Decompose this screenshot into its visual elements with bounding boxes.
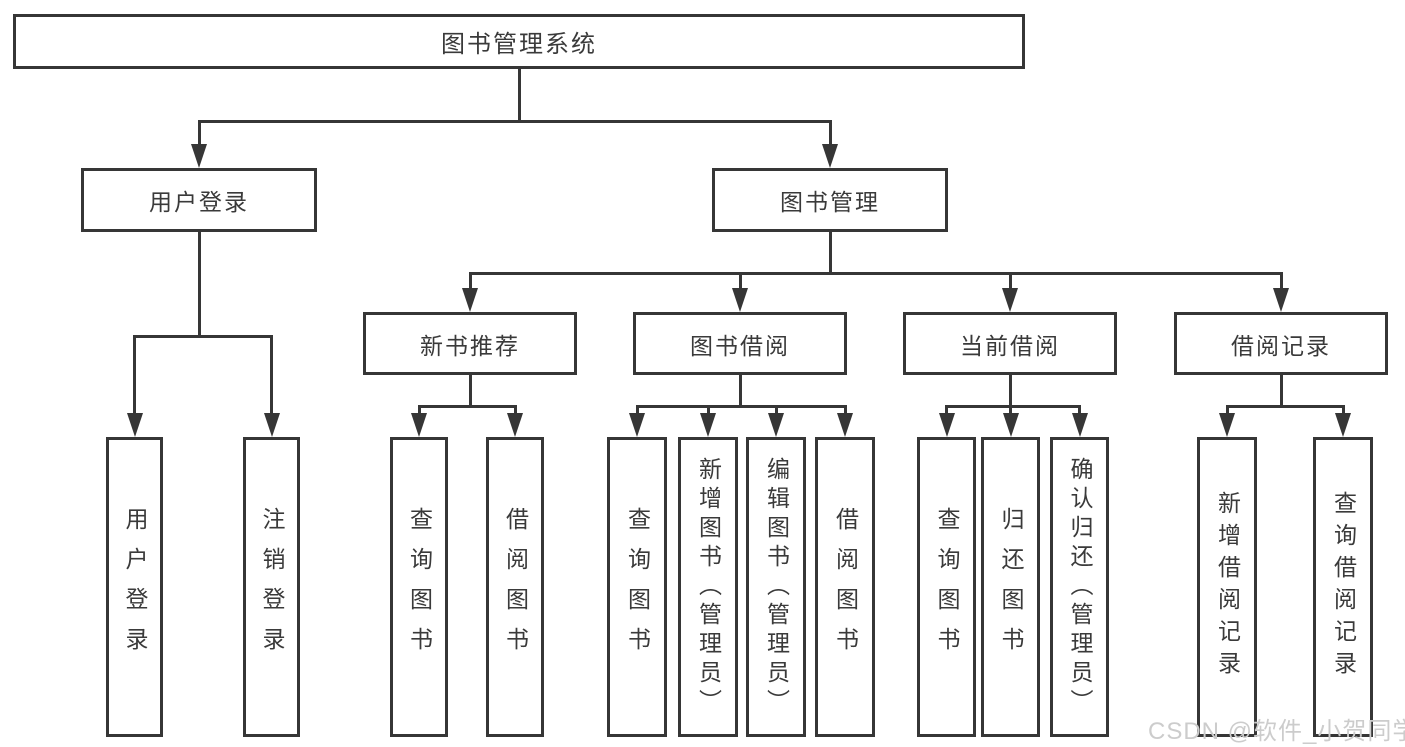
connector-line <box>417 405 517 408</box>
arrow-down-icon <box>462 288 478 312</box>
node-new-book-recommend: 新书推荐 <box>363 312 577 375</box>
connector-line <box>133 335 136 417</box>
leaf-borrow-books-recommend: 借阅图书 <box>486 437 544 737</box>
connector-line <box>468 272 472 292</box>
leaf-return-book: 归还图书 <box>981 437 1040 737</box>
arrow-down-icon <box>837 413 853 437</box>
node-borrow-records: 借阅记录 <box>1174 312 1388 375</box>
leaf-edit-book-admin: 编辑图书（管理员） <box>746 437 806 737</box>
node-label: 借阅记录 <box>1231 332 1331 359</box>
arrow-down-icon <box>1273 288 1289 312</box>
connector-line <box>1225 405 1229 417</box>
connector-line <box>133 335 273 338</box>
node-label: 用户登录 <box>122 507 148 667</box>
leaf-query-books-current: 查询图书 <box>917 437 976 737</box>
node-label: 查询图书 <box>934 507 960 667</box>
connector-line <box>738 272 742 292</box>
node-label: 新书推荐 <box>420 332 520 359</box>
arrow-down-icon <box>938 413 955 437</box>
connector-line <box>517 68 521 122</box>
node-label: 查询图书 <box>624 507 651 667</box>
leaf-query-books-recommend: 查询图书 <box>390 437 448 737</box>
node-book-management: 图书管理 <box>712 168 948 232</box>
connector-line <box>945 405 948 417</box>
arrow-down-icon <box>263 413 280 437</box>
arrow-down-icon <box>768 413 784 437</box>
connector-line <box>1279 375 1283 408</box>
connector-line <box>945 405 1081 408</box>
node-label: 当前借阅 <box>960 332 1060 359</box>
node-label: 图书管理系统 <box>441 31 597 58</box>
arrow-down-icon <box>700 413 716 437</box>
connector-line <box>468 375 472 408</box>
node-label: 确认归还（管理员） <box>1067 456 1093 718</box>
connector-line <box>1008 375 1012 408</box>
connector-line <box>828 232 832 274</box>
leaf-logout: 注销登录 <box>243 437 300 737</box>
connector-line <box>197 231 201 337</box>
connector-line <box>738 375 742 408</box>
leaf-query-books-borrow: 查询图书 <box>607 437 667 737</box>
leaf-add-book-admin: 新增图书（管理员） <box>678 437 738 737</box>
arrow-down-icon <box>126 413 143 437</box>
connector-line <box>513 405 517 417</box>
node-library-management-system: 图书管理系统 <box>13 14 1025 69</box>
connector-line <box>1279 272 1283 292</box>
watermark: CSDN @软件_小贺同学 <box>1148 718 1405 745</box>
connector-line <box>828 120 832 148</box>
arrow-down-icon <box>1002 413 1019 437</box>
connector-line <box>1225 405 1345 408</box>
connector-line <box>1341 405 1345 417</box>
arrow-down-icon <box>629 413 645 437</box>
arrow-down-icon <box>507 413 523 437</box>
node-label: 借阅图书 <box>502 507 529 667</box>
node-label: 新增借阅记录 <box>1214 491 1241 683</box>
connector-line <box>843 405 847 417</box>
node-label: 编辑图书（管理员） <box>763 456 790 718</box>
node-label: 图书管理 <box>780 189 880 215</box>
connector-line <box>417 405 421 417</box>
connector-line <box>197 120 201 148</box>
leaf-borrow-books-borrow: 借阅图书 <box>815 437 875 737</box>
arrow-down-icon <box>822 144 838 168</box>
arrow-down-icon <box>411 413 427 437</box>
node-label: 注销登录 <box>259 507 285 667</box>
connector-line <box>270 335 273 417</box>
connector-line <box>1078 405 1081 417</box>
arrow-down-icon <box>191 144 207 168</box>
node-label: 查询图书 <box>406 507 433 667</box>
node-label: 归还图书 <box>998 507 1024 667</box>
connector-line <box>468 272 1283 275</box>
arrow-down-icon <box>1219 413 1235 437</box>
connector-line <box>197 120 832 123</box>
node-book-borrow: 图书借阅 <box>633 312 847 375</box>
node-label: 借阅图书 <box>832 507 859 667</box>
connector-line <box>635 405 847 408</box>
node-label: 新增图书（管理员） <box>695 456 722 718</box>
leaf-user-login: 用户登录 <box>106 437 163 737</box>
leaf-add-borrow-record: 新增借阅记录 <box>1197 437 1257 737</box>
node-label: 用户登录 <box>149 189 249 215</box>
arrow-down-icon <box>1071 413 1088 437</box>
connector-line <box>635 405 639 417</box>
leaf-confirm-return-admin: 确认归还（管理员） <box>1050 437 1109 737</box>
node-user-login: 用户登录 <box>81 168 317 232</box>
arrow-down-icon <box>1335 413 1351 437</box>
arrow-down-icon <box>1002 288 1018 312</box>
node-current-borrow: 当前借阅 <box>903 312 1117 375</box>
connector-line <box>1009 405 1012 417</box>
connector-line <box>774 405 778 417</box>
node-label: 查询借阅记录 <box>1330 491 1357 683</box>
connector-line <box>1008 272 1012 292</box>
arrow-down-icon <box>732 288 748 312</box>
connector-line <box>706 405 710 417</box>
node-label: 图书借阅 <box>690 332 790 359</box>
leaf-query-borrow-record: 查询借阅记录 <box>1313 437 1373 737</box>
